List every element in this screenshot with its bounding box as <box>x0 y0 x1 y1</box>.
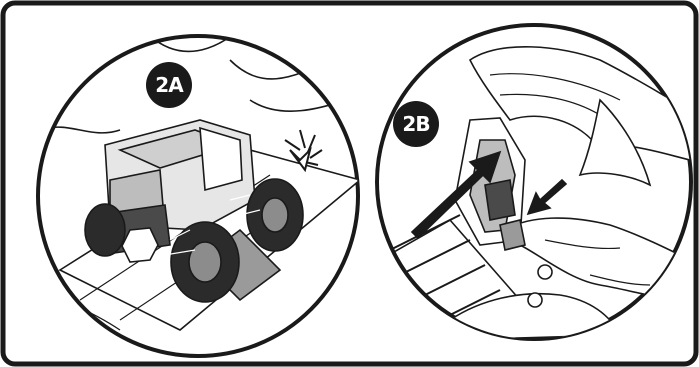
step-2b-badge: 2B <box>393 101 439 147</box>
step-2b-illustration <box>377 25 691 340</box>
step-2a-badge: 2A <box>146 62 192 108</box>
